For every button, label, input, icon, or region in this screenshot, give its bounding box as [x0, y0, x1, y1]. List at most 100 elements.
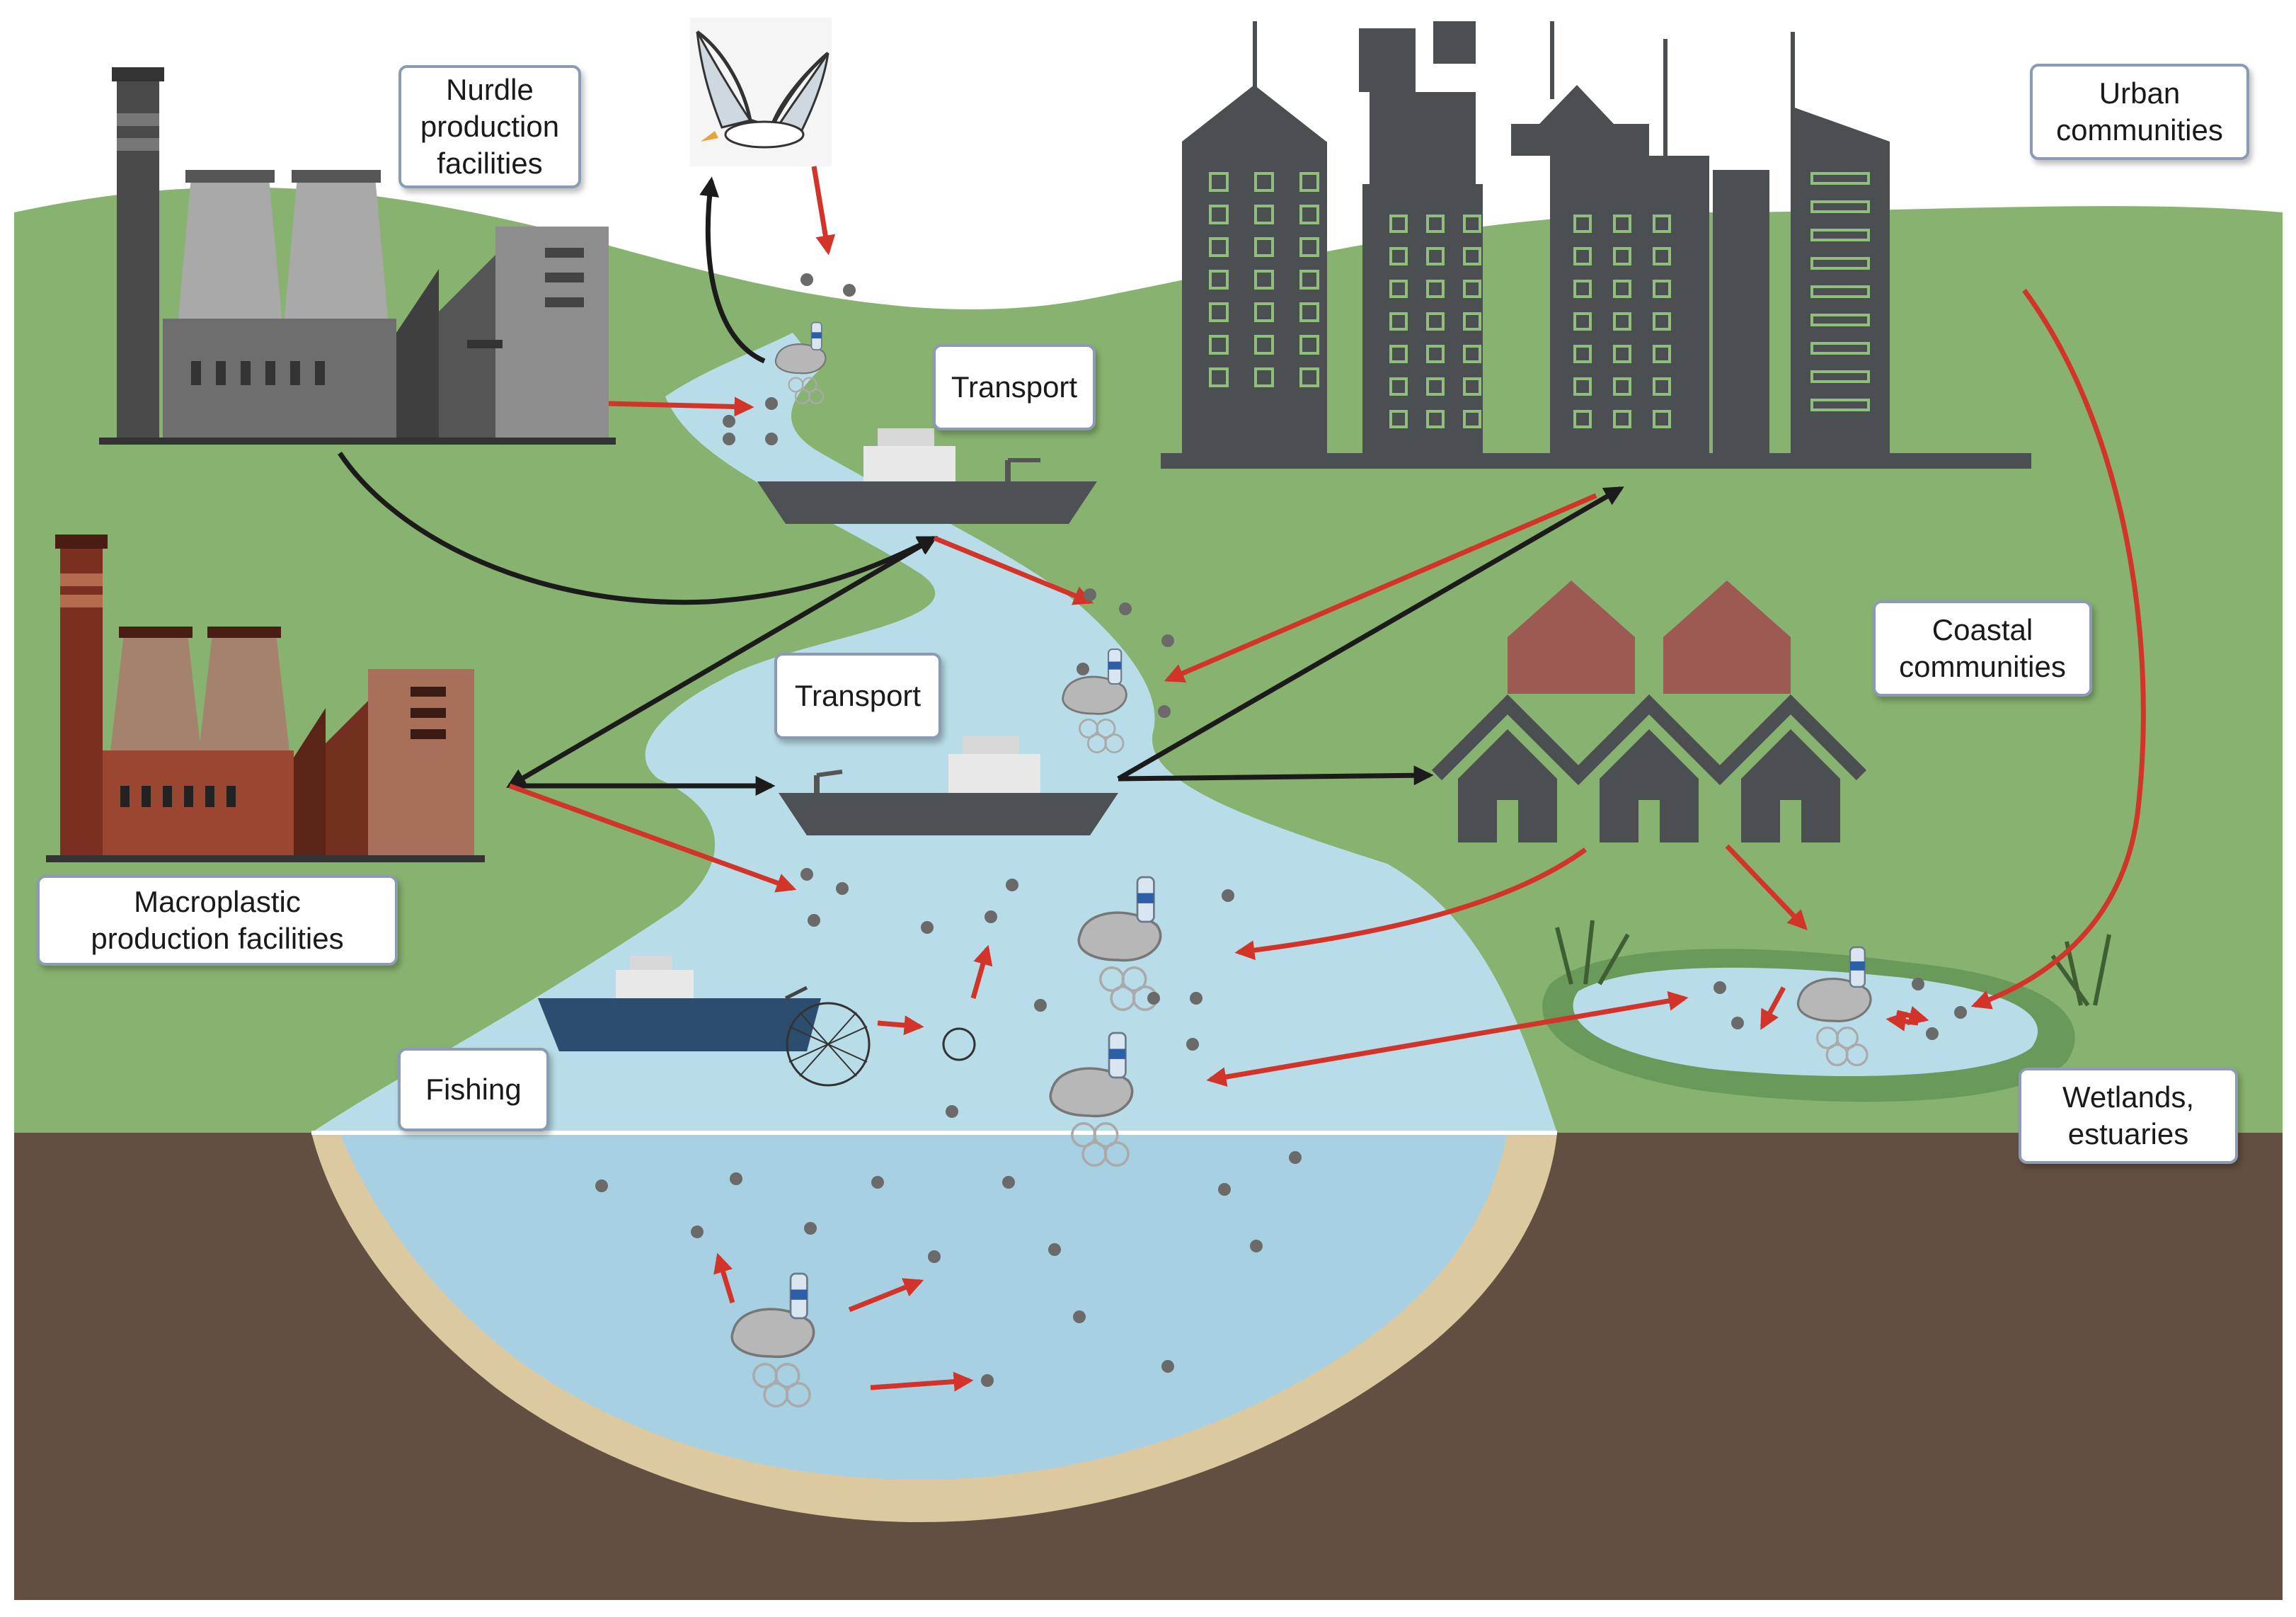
window-icon [1463, 410, 1481, 428]
pellet-icon [1034, 999, 1047, 1012]
window-icon [1573, 280, 1592, 298]
nurdle-factory [99, 67, 616, 445]
label-urban-communities: Urban communities [2030, 64, 2249, 160]
label-nurdle-production: Nurdle production facilities [398, 65, 581, 188]
pellet-icon [1002, 1176, 1015, 1189]
window-icon [1573, 215, 1592, 233]
window-icon [1810, 229, 1870, 241]
basin-water [340, 1133, 1508, 1480]
pellet-icon [1289, 1151, 1302, 1164]
pellet-icon [1731, 1017, 1744, 1029]
pellet-icon [1161, 634, 1174, 647]
pellet-icon [691, 1225, 704, 1238]
window-icon [1426, 345, 1445, 363]
pellet-icon [723, 415, 735, 428]
window-icon [1810, 285, 1870, 298]
window-icon [1299, 205, 1319, 224]
pellet-icon [981, 1374, 994, 1387]
window-icon [1810, 342, 1870, 355]
black-arrows [338, 176, 1624, 796]
window-icon [1810, 314, 1870, 326]
plastic-bag-bottle-icon [730, 1272, 815, 1408]
pellet-icon [921, 921, 934, 934]
pellet-icon [836, 882, 849, 895]
window-icon [1613, 215, 1631, 233]
small-net-icon [942, 1027, 976, 1061]
window-icon [1254, 172, 1274, 192]
window-icon [1426, 410, 1445, 428]
window-icon [1209, 172, 1229, 192]
window-icon [1463, 215, 1481, 233]
window-icon [1613, 280, 1631, 298]
window-icon [1299, 367, 1319, 387]
window-icon [1653, 345, 1671, 363]
pellet-icon [1084, 588, 1096, 601]
pellet-icon [1218, 1183, 1231, 1196]
pellet-icon [1190, 992, 1202, 1005]
label-transport-top: Transport [933, 344, 1096, 430]
window-icon [1573, 345, 1592, 363]
label-transport-middle: Transport [774, 653, 941, 739]
ship-middle [779, 736, 1118, 835]
window-icon [1613, 345, 1631, 363]
window-icon [1426, 247, 1445, 265]
window-icon [1209, 270, 1229, 290]
pellet-icon [1186, 1038, 1199, 1051]
pellet-icon [1714, 981, 1726, 994]
window-icon [1389, 280, 1408, 298]
pellet-icon [765, 397, 778, 410]
window-icon [1613, 410, 1631, 428]
window-icon [1653, 215, 1671, 233]
window-icon [1463, 312, 1481, 331]
window-icon [1613, 247, 1631, 265]
pellet-icon [1250, 1240, 1263, 1252]
window-icon [1389, 410, 1408, 428]
red-arrows [508, 166, 2146, 1392]
window-icon [1810, 399, 1870, 411]
pellet-icon [800, 273, 813, 286]
window-icon [1810, 257, 1870, 270]
urban-buildings [1161, 21, 2031, 469]
pellet-icon [1147, 992, 1160, 1005]
window-icon [1463, 345, 1481, 363]
window-icon [1426, 280, 1445, 298]
window-icon [1573, 410, 1592, 428]
window-icon [1573, 377, 1592, 396]
window-icon [1254, 270, 1274, 290]
ship-top [757, 428, 1097, 524]
window-icon [1573, 247, 1592, 265]
pellet-icon [985, 910, 997, 923]
seagull-icon [690, 18, 832, 166]
pellet-icon [800, 868, 813, 881]
pellet-icon [804, 1222, 817, 1235]
pellet-icon [1119, 602, 1132, 615]
plastic-bag-bottle-icon [1077, 876, 1162, 1012]
pellet-icon [1158, 705, 1171, 718]
window-icon [1209, 237, 1229, 257]
pellet-icon [1954, 1006, 1967, 1019]
window-icon [1613, 377, 1631, 396]
plastic-debris [730, 321, 1872, 1408]
pellet-icon [1912, 978, 1924, 990]
window-icon [1613, 312, 1631, 331]
window-icon [1653, 312, 1671, 331]
label-fishing: Fishing [398, 1048, 549, 1131]
nurdle-pellets [595, 273, 1967, 1387]
pellet-icon [843, 284, 856, 297]
window-icon [1810, 370, 1870, 383]
window-icon [1299, 335, 1319, 355]
window-icon [1810, 200, 1870, 213]
window-icon [1209, 302, 1229, 322]
window-icon [1254, 237, 1274, 257]
window-icon [1254, 335, 1274, 355]
pellet-icon [595, 1179, 608, 1192]
plastic-bag-bottle-icon [1796, 946, 1872, 1067]
pellet-icon [808, 914, 820, 927]
pellet-icon [765, 433, 778, 445]
pellet-icon [928, 1250, 941, 1263]
window-icon [1463, 247, 1481, 265]
fishing-boat [538, 956, 976, 1087]
window-icon [1463, 377, 1481, 396]
window-icon [1299, 172, 1319, 192]
window-icon [1426, 377, 1445, 396]
